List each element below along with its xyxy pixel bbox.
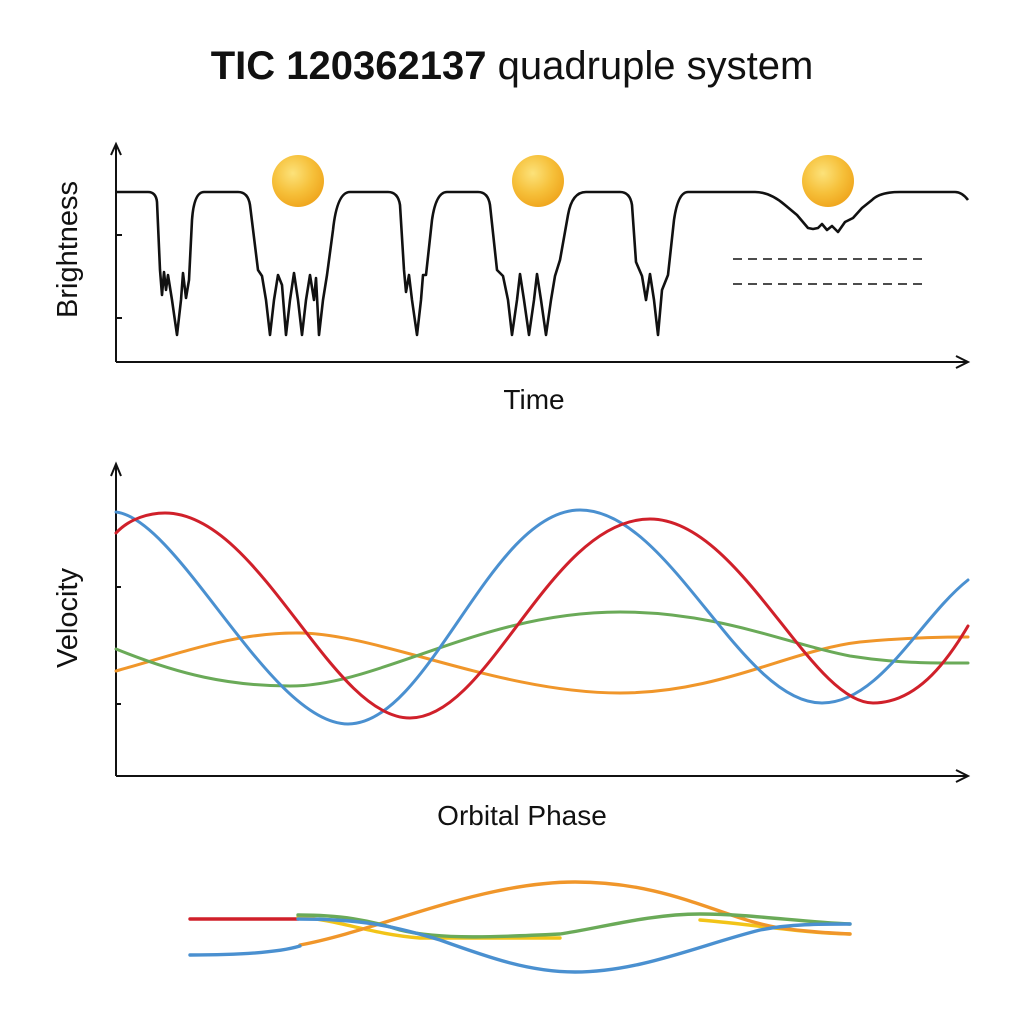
light-curve-axes	[110, 141, 971, 369]
star-icon	[512, 155, 564, 207]
velocity-curve-green	[114, 610, 970, 688]
chart-title: TIC 120362137 quadruple system	[0, 44, 1024, 89]
velocity-axes	[110, 461, 971, 783]
star-icon	[802, 155, 854, 207]
track-blue-lower	[188, 944, 302, 957]
track-orange	[298, 880, 852, 947]
track-blue-upper	[296, 917, 852, 974]
phase-axis-label: Orbital Phase	[437, 800, 607, 831]
velocity-curve-orange	[114, 631, 970, 695]
star-icon	[272, 155, 324, 207]
velocity-curve-blue	[114, 508, 970, 726]
orbital-tracks	[188, 880, 852, 974]
light-curve-line	[116, 190, 970, 337]
title-desc: quadruple system	[497, 44, 814, 88]
track-yellow	[296, 915, 562, 940]
time-axis-label: Time	[503, 384, 565, 415]
reference-lines	[733, 258, 922, 285]
velocity-curve-red	[114, 511, 970, 720]
title-id: TIC 120362137	[210, 44, 487, 88]
